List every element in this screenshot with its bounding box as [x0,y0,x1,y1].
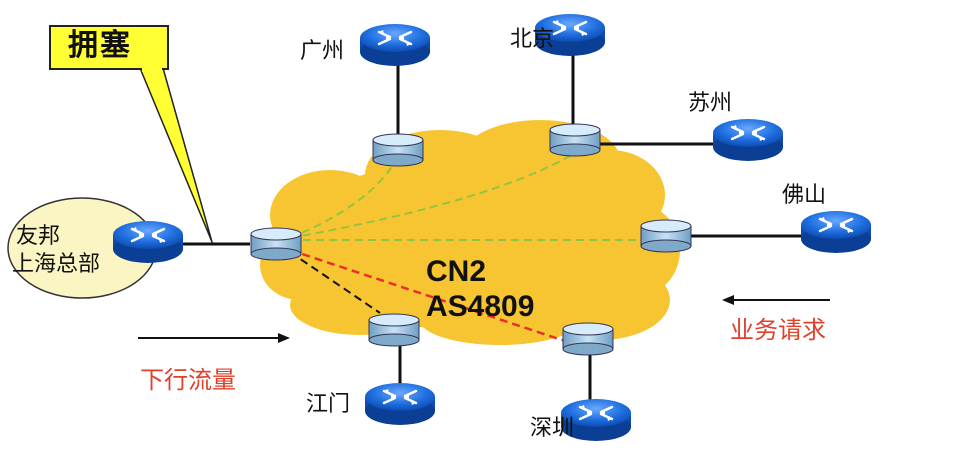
request-arrow [722,295,830,305]
hq-edge-switch [250,227,302,261]
green-paths [289,149,642,241]
black-dashed-path [289,251,381,314]
guangzhou-router-icon [358,22,432,68]
suzhou-router-icon [711,117,785,163]
hq-router-icon [111,219,185,265]
foshan-router-icon [799,209,873,255]
suzhou-label: 苏州 [688,91,733,116]
foshan-switch [640,219,692,253]
congestion-label: 拥塞 [68,28,132,63]
jiangmen-switch [368,313,420,347]
jiangmen-label: 江门 [306,392,351,417]
guangzhou-label: 广州 [300,39,345,64]
hq-label-line2: 上海总部 [12,252,101,277]
service-request-label: 业务请求 [730,316,826,344]
guangzhou-switch [372,133,424,167]
cloud-name: CN2 [426,255,487,288]
downstream-traffic-label: 下行流量 [140,366,236,394]
cloud-as-number: AS4809 [426,290,535,323]
jiangmen-router-icon [363,381,437,427]
congestion-callout [49,25,213,243]
downstream-arrow [138,333,290,343]
red-dashed-path [289,248,569,344]
shenzhen-label: 深圳 [530,416,575,441]
shenzhen-switch [562,322,614,356]
physical-links [183,42,808,400]
foshan-label: 佛山 [782,183,827,208]
hq-label-line1: 友邦 [16,224,61,249]
beijing-switch [549,123,601,157]
beijing-label: 北京 [510,27,555,52]
